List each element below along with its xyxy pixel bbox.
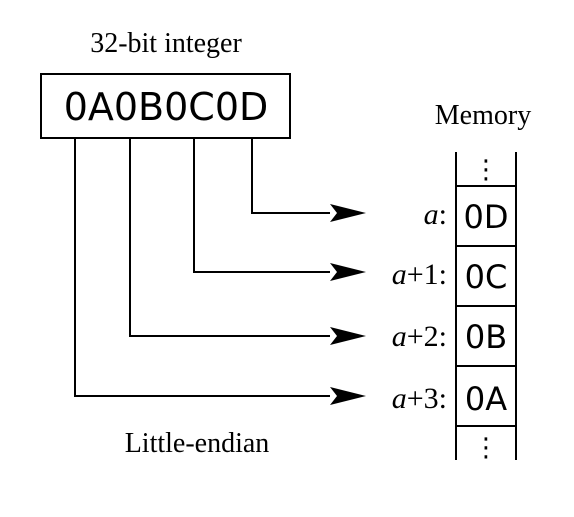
integer-value: 0A0B0C0D bbox=[64, 85, 269, 129]
address-var-2: a bbox=[392, 320, 407, 353]
address-label-0: a: bbox=[424, 198, 447, 231]
memory-byte-2: 0B bbox=[465, 318, 507, 356]
integer-box bbox=[40, 73, 291, 139]
arrowhead-0C bbox=[330, 263, 366, 281]
address-label-2: a+2: bbox=[392, 320, 447, 353]
memory-ellipsis-bottom: ⋮ bbox=[473, 433, 499, 463]
connector-byte-0B bbox=[129, 138, 330, 337]
address-var-1: a bbox=[392, 258, 407, 291]
address-suffix-1: +1: bbox=[407, 258, 447, 291]
address-suffix-3: +3: bbox=[407, 382, 447, 415]
connector-byte-0A bbox=[74, 138, 330, 397]
address-label-1: a+1: bbox=[392, 258, 447, 291]
arrowhead-0B bbox=[330, 327, 366, 345]
connector-byte-0D bbox=[251, 138, 330, 214]
memory-ellipsis-top: ⋮ bbox=[473, 155, 499, 185]
connector-byte-0C bbox=[193, 138, 330, 273]
memory-byte-1: 0C bbox=[465, 258, 508, 296]
arrowhead-0A bbox=[330, 387, 366, 405]
arrowhead-0D bbox=[330, 204, 366, 222]
integer-label: 32-bit integer bbox=[90, 28, 242, 59]
memory-byte-0: 0D bbox=[464, 198, 509, 236]
memory-label: Memory bbox=[435, 100, 531, 131]
memory-byte-3: 0A bbox=[465, 380, 507, 418]
address-label-3: a+3: bbox=[392, 382, 447, 415]
address-suffix-2: +2: bbox=[407, 320, 447, 353]
address-suffix-0: : bbox=[439, 198, 447, 231]
address-var-0: a bbox=[424, 198, 439, 231]
byte-order-label: Little-endian bbox=[125, 428, 270, 459]
address-var-3: a bbox=[392, 382, 407, 415]
